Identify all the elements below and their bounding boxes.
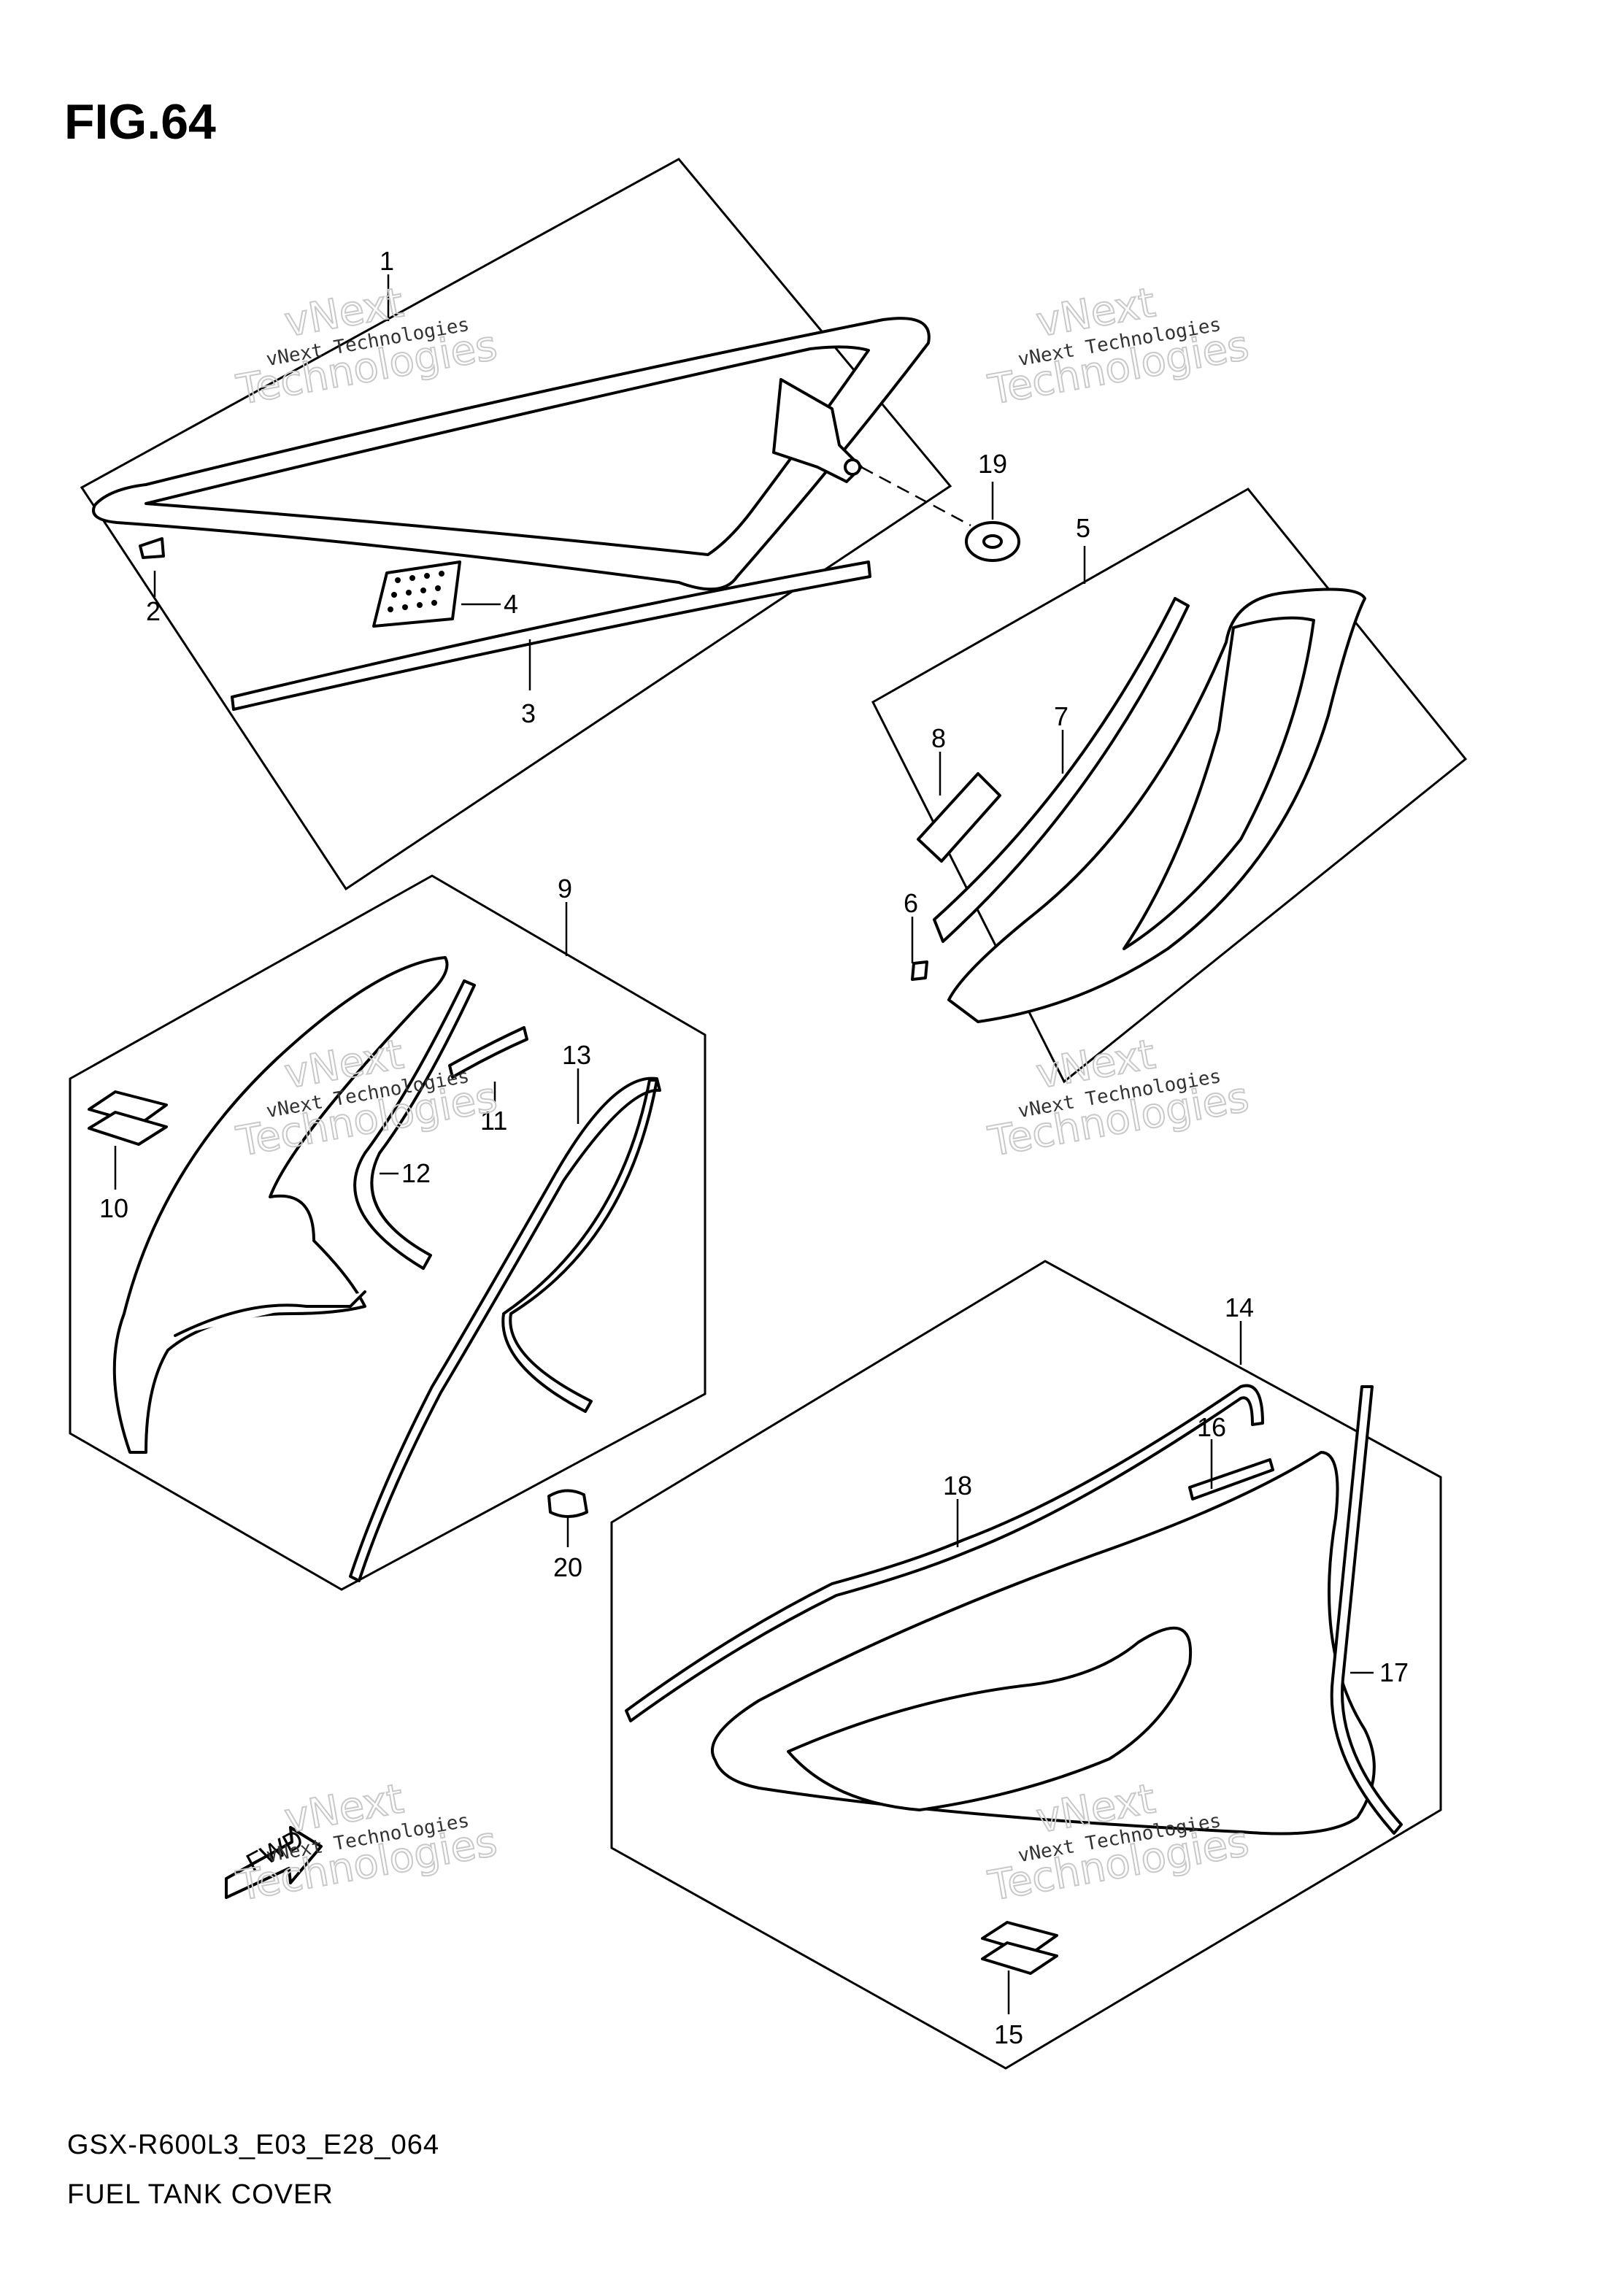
callout-14: 14 <box>1225 1293 1254 1322</box>
part-14-inner-recess <box>787 1626 1193 1811</box>
callout-10: 10 <box>99 1193 128 1223</box>
part-15-emblem[interactable] <box>981 1921 1058 1975</box>
diagram-name: FUEL TANK COVER <box>67 2179 334 2210</box>
part-20-clip[interactable] <box>547 1489 588 1518</box>
callout-20: 20 <box>553 1552 582 1582</box>
part-18-trim[interactable] <box>625 1384 1264 1722</box>
part-11-strip[interactable] <box>448 1026 528 1079</box>
part-3-trim-strip[interactable] <box>231 560 871 711</box>
part-4-mesh-pattern <box>388 571 444 612</box>
part-1-pin <box>844 458 861 476</box>
watermark-2: vNext Technologies vNext Technologies <box>984 278 1253 415</box>
callout-11: 11 <box>480 1106 507 1136</box>
callout-6: 6 <box>904 888 918 918</box>
callout-7: 7 <box>1054 701 1069 731</box>
watermark-1: vNext Technologies vNext Technologies <box>232 278 501 415</box>
callout-leaders <box>114 274 1374 2014</box>
callout-17: 17 <box>1379 1657 1409 1687</box>
part-2-clip[interactable] <box>139 537 165 559</box>
callout-1: 1 <box>380 246 394 276</box>
model-code: GSX-R600L3_E03_E28_064 <box>67 2130 440 2160</box>
part-17-trim[interactable] <box>1330 1385 1403 1835</box>
part-10-emblem[interactable] <box>88 1090 168 1146</box>
panel-middle-left <box>69 874 706 1591</box>
part-16-strip[interactable] <box>1188 1458 1274 1501</box>
part-5-inner-recess <box>1123 616 1315 950</box>
callout-4: 4 <box>504 589 518 619</box>
panel-upper-left <box>80 158 971 891</box>
callout-numbers: 1 2 3 4 5 6 7 8 9 10 11 12 13 14 15 16 1… <box>99 246 1409 2049</box>
callout-3: 3 <box>521 698 536 728</box>
part-6-clip[interactable] <box>911 960 928 981</box>
watermark-4: vNext Technologies vNext Technologies <box>984 1030 1253 1166</box>
part-13-edge-trim[interactable] <box>349 1076 661 1582</box>
part-4-mesh[interactable] <box>372 560 461 628</box>
callout-18: 18 <box>943 1471 972 1501</box>
figure-title: FIG.64 <box>64 94 216 150</box>
callout-13: 13 <box>562 1040 591 1070</box>
part-12-trim[interactable] <box>353 979 476 1270</box>
callout-16: 16 <box>1197 1412 1226 1442</box>
callout-19: 19 <box>978 449 1007 479</box>
callout-8: 8 <box>931 723 946 753</box>
callout-9: 9 <box>558 874 572 904</box>
watermark-5: vNext Technologies vNext Technologies <box>232 1774 501 1911</box>
part-8-pad[interactable] <box>917 772 1001 863</box>
callout-2: 2 <box>146 596 161 626</box>
panel-lower-right <box>610 1260 1442 2070</box>
part-19-grommet[interactable] <box>965 521 1020 562</box>
callout-12: 12 <box>401 1158 431 1188</box>
callout-5: 5 <box>1076 513 1090 543</box>
part-7-trim[interactable] <box>933 597 1190 943</box>
callout-15: 15 <box>994 2019 1023 2049</box>
panel-upper-right <box>871 488 1468 1084</box>
part-9-harness <box>174 1290 366 1337</box>
